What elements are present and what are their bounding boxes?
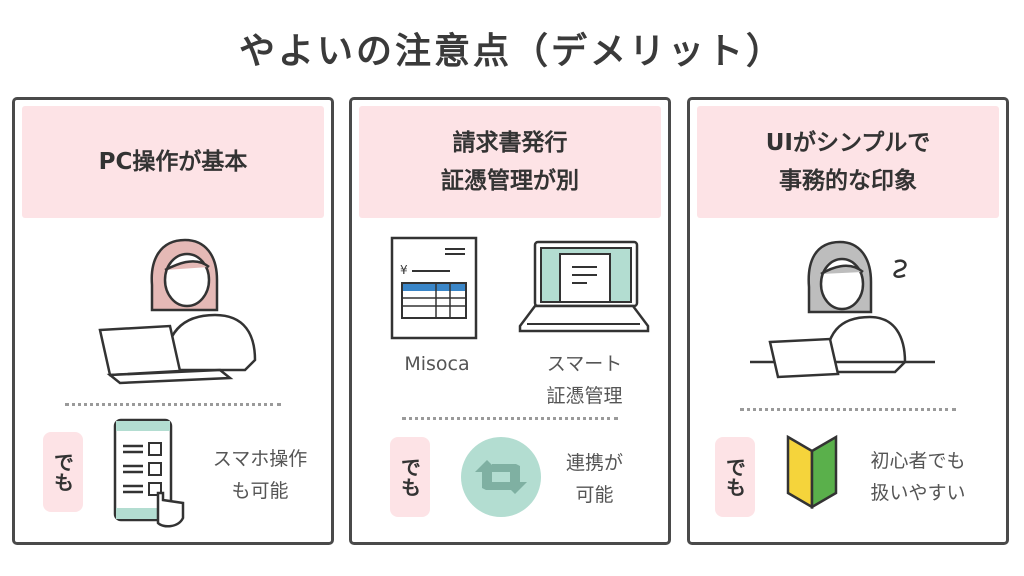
heading-line: PC操作が基本 <box>98 149 248 175</box>
dotted-divider <box>402 417 618 420</box>
sync-arrows-icon <box>461 437 541 517</box>
panel-invoice-receipt: 請求書発行 証憑管理が別 ¥ Misoca スマート 証憑管理 でも 連携が 可… <box>349 97 671 545</box>
panel-pc-operation: PC操作が基本 でも スマホ操作 も可能 <box>12 97 334 545</box>
panel-heading: 請求書発行 証憑管理が別 <box>359 106 661 218</box>
misoca-label: Misoca <box>404 353 470 375</box>
panel-heading: PC操作が基本 <box>22 106 324 218</box>
note-line: 連携が <box>565 452 623 474</box>
note-text: 連携が 可能 <box>547 447 642 511</box>
heading-line: 請求書発行 <box>452 130 568 156</box>
page-title: やよいの注意点（デメリット） <box>238 31 785 72</box>
label-line: スマート <box>546 353 623 375</box>
laptop-document-icon <box>518 240 650 333</box>
dotted-divider <box>65 403 281 406</box>
heading-line: 証憑管理が別 <box>441 168 579 194</box>
smartphone-checklist-icon <box>113 418 185 528</box>
demo-badge: でも <box>390 437 430 517</box>
dotted-divider <box>740 408 956 411</box>
demo-badge: でも <box>715 437 755 517</box>
confused-woman-icon <box>750 240 935 379</box>
note-line: も可能 <box>231 480 289 502</box>
label-line: 証憑管理 <box>546 385 623 407</box>
panel-heading: UIがシンプルで 事務的な印象 <box>697 106 999 218</box>
heading-line: 事務的な印象 <box>779 168 917 194</box>
heading-line: UIがシンプルで <box>765 130 931 156</box>
note-line: 初心者でも <box>870 450 966 472</box>
svg-text:¥: ¥ <box>400 263 408 277</box>
panel-simple-ui: UIがシンプルで 事務的な印象 でも 初心者でも 扱いやすい <box>687 97 1009 545</box>
woman-with-laptop-icon <box>98 238 257 385</box>
demo-badge: でも <box>43 432 83 512</box>
beginner-mark-icon <box>786 434 838 510</box>
note-line: スマホ操作 <box>212 448 308 470</box>
note-line: 可能 <box>575 484 614 506</box>
note-text: 初心者でも 扱いやすい <box>848 445 988 509</box>
note-line: 扱いやすい <box>870 482 966 504</box>
invoice-document-icon: ¥ <box>390 236 478 340</box>
note-text: スマホ操作 も可能 <box>195 443 325 507</box>
smart-receipt-label: スマート 証憑管理 <box>522 348 647 412</box>
